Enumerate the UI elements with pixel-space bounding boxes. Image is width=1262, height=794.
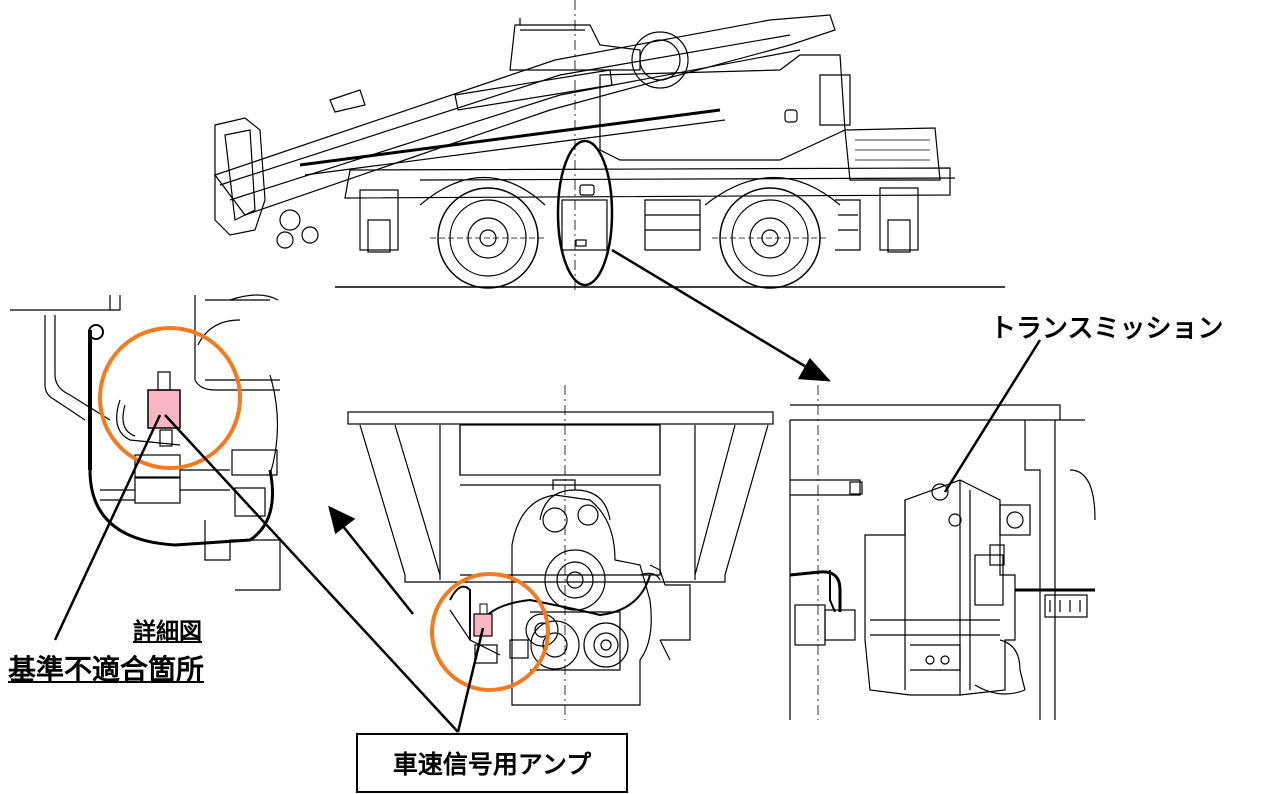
- detail-view-label: 詳細図: [133, 619, 202, 645]
- non-compliant-location-label: 基準不適合箇所: [8, 653, 205, 686]
- speed-signal-amp-label: 車速信号用アンプ: [392, 750, 592, 779]
- transmission-label: トランスミッション: [990, 314, 1224, 344]
- transmission-area-ellipse: [556, 139, 614, 287]
- highlight-circle-rear: [430, 572, 550, 692]
- pointer-arrows: [53, 248, 1042, 733]
- detail-view-drawing: [10, 294, 281, 591]
- speed-signal-amp-box: 車速信号用アンプ: [356, 733, 628, 793]
- crane-side-view: [214, 0, 1005, 290]
- highlight-circle-detail: [98, 326, 242, 470]
- amp-part-detail: [147, 389, 181, 429]
- rear-view-drawing: [347, 385, 774, 720]
- transmission-side-drawing: [789, 385, 1096, 720]
